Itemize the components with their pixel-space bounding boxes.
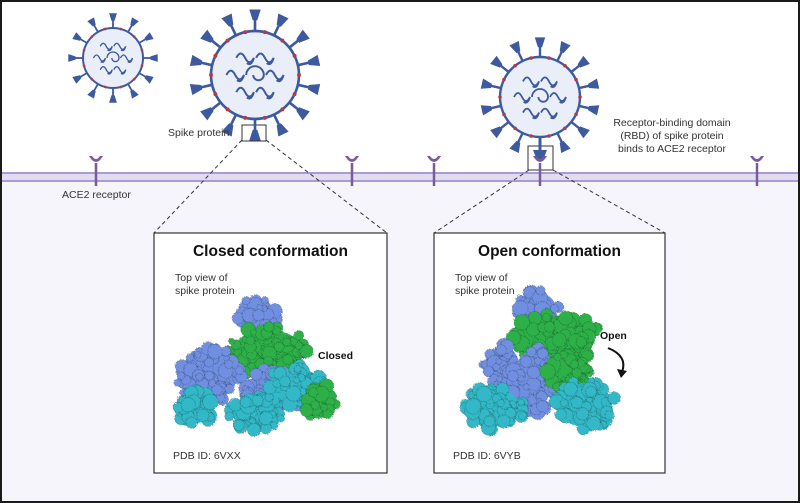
closed-protein-right-green — [299, 378, 341, 421]
open-arrow-icon — [607, 347, 625, 373]
virus-bound — [480, 37, 600, 153]
open-arrowhead-icon — [617, 369, 627, 378]
ace2-receptor-icon — [427, 156, 441, 186]
open-panel-title: Open conformation — [478, 243, 621, 260]
rbd-binding-note: Receptor-binding domain (RBD) of spike p… — [613, 117, 731, 155]
ace2-receptor-icon — [750, 156, 764, 186]
cell-membrane — [2, 172, 798, 182]
open-protein-right-cyan — [549, 376, 621, 436]
ace2-receptor-label: ACE2 receptor — [62, 189, 131, 201]
open-view-label: Top view of spike protein — [455, 272, 515, 297]
closed-pdb-id: PDB ID: 6VXX — [173, 450, 241, 462]
ace2-receptor-icon — [89, 156, 103, 186]
open-pdb-id: PDB ID: 6VYB — [453, 450, 521, 462]
virus-small — [68, 13, 158, 103]
open-state-label: Open — [600, 330, 627, 342]
ace2-receptor-icon — [345, 156, 359, 186]
virus-main — [189, 9, 321, 141]
open-protein-left-cyan — [459, 382, 529, 437]
closed-protein-bottom-cyan — [223, 390, 285, 437]
closed-protein-left-cyan — [172, 383, 219, 429]
closed-view-label: Top view of spike protein — [175, 272, 235, 297]
cell-interior — [2, 180, 798, 501]
spike-protein-label: Spike protein — [168, 127, 230, 139]
closed-panel-title: Closed conformation — [192, 243, 348, 260]
zoom-connectors — [153, 139, 666, 234]
ace2-receptor-icon — [533, 156, 547, 186]
closed-state-label: Closed — [318, 350, 354, 362]
